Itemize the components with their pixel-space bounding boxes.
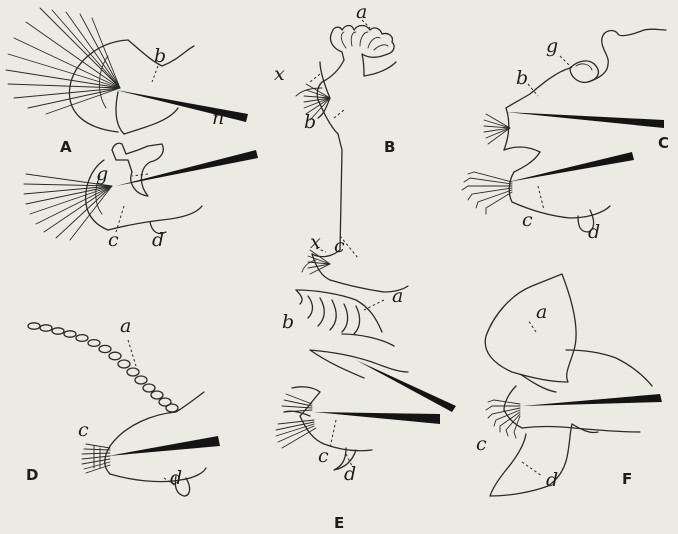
panel-c-letter-c: c	[522, 209, 533, 231]
panel-c-upper-parapodium	[484, 68, 664, 152]
panel-c-lower-chaetae	[462, 172, 512, 214]
panel-c: g b c d C	[462, 29, 669, 243]
panel-b-body	[296, 60, 408, 292]
panel-f-leaders	[522, 320, 542, 476]
panel-b-caption: B	[384, 138, 395, 156]
panel-b-letter-a: a	[356, 1, 367, 23]
panel-f-letter-d: d	[546, 469, 558, 491]
panel-a-lower-parapodium	[24, 150, 258, 240]
panel-d-letter-d: d	[170, 467, 182, 489]
panel-a-caption: A	[60, 138, 72, 156]
panel-c-letter-g: g	[546, 35, 558, 57]
panel-d-cirrus	[28, 323, 178, 412]
panel-f-chaetae	[486, 400, 520, 438]
panel-e-letter-a: a	[392, 285, 403, 307]
panel-c-letter-b: b	[516, 67, 528, 89]
panel-a-letter-d: d	[152, 229, 164, 251]
panel-e-parapodium	[276, 334, 456, 470]
panel-e-letter-b: b	[282, 311, 294, 333]
panel-a: b n g c d A	[6, 8, 258, 251]
panel-c-caption: C	[658, 134, 669, 152]
panel-f-letter-c: c	[476, 433, 487, 455]
panel-f: a c d F	[476, 274, 662, 496]
panel-a-gill	[112, 143, 163, 196]
panel-a-letter-b: b	[154, 45, 166, 67]
panel-f-letter-a: a	[536, 301, 547, 323]
panel-e-caption: E	[334, 514, 344, 532]
panel-c-upper-chaetae	[484, 114, 510, 144]
panel-d-letter-a: a	[120, 315, 131, 337]
panel-f-caption: F	[622, 470, 632, 488]
panel-d: a c d D	[26, 315, 220, 496]
panel-e: a b c d E	[276, 285, 456, 532]
panel-c-lower-parapodium	[462, 152, 634, 232]
panel-f-lower-lobe	[490, 424, 598, 496]
panel-b-branched-gill	[330, 26, 394, 77]
panel-a-letter-c: c	[108, 229, 119, 251]
panel-f-upper-lobe	[485, 274, 652, 392]
panel-b: a x b x c B	[274, 1, 408, 292]
panel-a-leaders	[116, 66, 158, 232]
panel-d-parapodium	[82, 392, 220, 496]
panel-e-chaetae	[276, 394, 316, 448]
panel-f-parapodium	[486, 386, 662, 438]
panel-d-caption: D	[26, 466, 38, 484]
panel-a-letter-n: n	[212, 107, 224, 129]
panel-d-letter-c: c	[78, 419, 89, 441]
panel-b-letter-x-upper: x	[274, 63, 285, 85]
panel-e-letter-c: c	[318, 445, 329, 467]
panel-e-leaders	[330, 300, 384, 466]
panel-a-upper-chaetae	[6, 8, 120, 114]
panel-c-letter-d: d	[588, 221, 600, 243]
panel-e-letter-d: d	[344, 463, 356, 485]
panel-b-letter-b: b	[304, 111, 316, 133]
panel-e-comb-gill	[296, 290, 382, 334]
panel-c-leaders	[528, 56, 572, 210]
panel-b-letter-x-lower: x	[310, 231, 321, 253]
panel-c-gill	[570, 29, 666, 82]
panel-b-letter-c: c	[334, 235, 345, 257]
panel-a-letter-g: g	[96, 163, 108, 185]
